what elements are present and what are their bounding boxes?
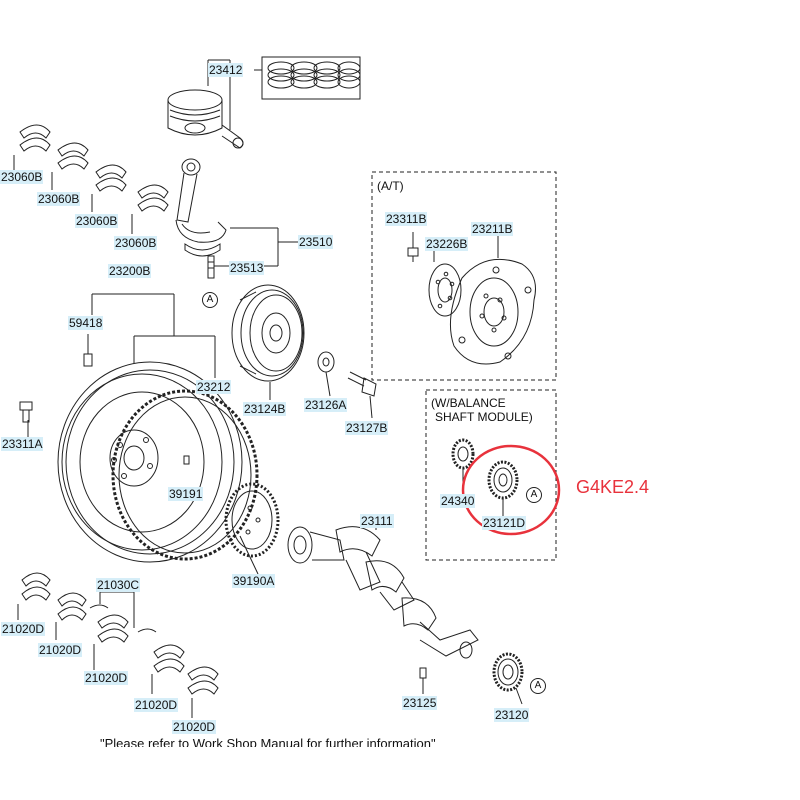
piston <box>167 59 262 149</box>
part-label-23111: 23111 <box>360 514 394 528</box>
crank-key <box>419 667 427 694</box>
part-label-23211b: 23211B <box>471 222 514 236</box>
highlight-circle <box>461 444 561 536</box>
part-label-21020d-3: 21020D <box>84 671 129 685</box>
at-group-box <box>371 171 557 381</box>
ring-gear <box>111 389 259 561</box>
part-label-23121d: 23121D <box>482 516 527 530</box>
callout-a-pulley: A <box>202 292 218 308</box>
pin-39191 <box>183 455 190 465</box>
part-label-23060b-1: 23060B <box>0 170 44 184</box>
part-label-21020d-2: 21020D <box>38 643 83 657</box>
part-label-23125: 23125 <box>402 696 438 710</box>
balance-group-title-line1: (W/BALANCE <box>431 396 506 410</box>
balance-shaft-group-box <box>425 389 557 561</box>
part-label-23510: 23510 <box>298 235 334 249</box>
part-label-39190a: 39190A <box>232 574 276 588</box>
callout-a-balance: A <box>526 487 542 503</box>
callout-a-sprocket: A <box>530 678 546 694</box>
upper-main-bearings <box>13 124 169 234</box>
part-label-23513: 23513 <box>229 261 265 275</box>
part-label-23126a: 23126A <box>304 398 348 412</box>
part-label-23311a: 23311A <box>1 437 44 451</box>
part-label-21020d-5: 21020D <box>172 720 217 734</box>
flywheel-bolt <box>19 401 33 423</box>
pulley-washer <box>317 351 335 397</box>
part-label-23060b-3: 23060B <box>75 214 119 228</box>
part-label-23311b: 23311B <box>385 212 428 226</box>
crank-sprocket <box>492 652 524 705</box>
pulley-bolt <box>347 371 377 419</box>
at-parts <box>407 232 536 365</box>
crankshaft <box>287 516 479 659</box>
at-group-title: (A/T) <box>377 179 404 193</box>
dowel-pin <box>83 353 93 367</box>
crankshaft-pulley <box>231 284 305 400</box>
part-label-23060b-2: 23060B <box>37 192 81 206</box>
piston-ring-set <box>261 56 361 100</box>
part-label-23127b: 23127B <box>345 421 389 435</box>
part-label-23226b: 23226B <box>425 237 469 251</box>
part-label-21030c: 21030C <box>96 578 141 592</box>
part-label-23124b: 23124B <box>243 402 287 416</box>
part-label-59418: 59418 <box>68 316 104 330</box>
part-label-39191: 39191 <box>168 487 204 501</box>
lower-main-bearings <box>17 572 219 718</box>
balance-group-title-line2: SHAFT MODULE) <box>435 410 533 424</box>
part-label-24340: 24340 <box>440 494 476 508</box>
part-label-23060b-4: 23060B <box>114 236 158 250</box>
model-tag: G4KE2.4 <box>576 477 650 497</box>
footnote: "Please refer to Work Shop Manual for fu… <box>100 736 436 751</box>
part-label-21020d-1: 21020D <box>1 622 46 636</box>
part-label-21020d-4: 21020D <box>134 698 179 712</box>
part-label-23212: 23212 <box>196 380 232 394</box>
flywheel <box>57 361 243 563</box>
connecting-rod <box>175 158 298 266</box>
part-label-23120: 23120 <box>494 708 530 722</box>
part-label-23412: 23412 <box>208 63 244 77</box>
part-label-23200b: 23200B <box>108 264 152 278</box>
reluctor-ring <box>224 482 280 558</box>
balance-shaft-parts <box>451 438 519 516</box>
